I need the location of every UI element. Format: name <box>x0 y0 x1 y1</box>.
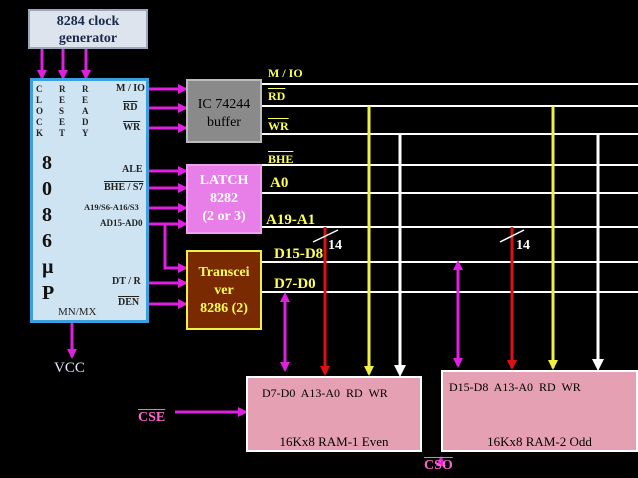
cpu-control-letter: E <box>59 95 66 105</box>
cpu-control-letter: R <box>59 84 66 94</box>
buffer-74244-box: IC 74244 buffer <box>186 79 262 143</box>
latch-line2: 8282 <box>210 191 238 206</box>
clock-generator-box: 8284 clock generator <box>28 9 148 49</box>
ram1-even-box: D7-D0 A13-A0 RD WR 16Kx8 RAM-1 Even <box>246 376 422 452</box>
cpu-control-letter: R <box>82 84 89 94</box>
cpu-control-letter: E <box>59 117 66 127</box>
transceiver-line3: 8286 (2) <box>200 301 248 316</box>
cpu-name-char: P <box>42 282 55 304</box>
cpu-control-letter: C <box>36 117 43 127</box>
ram2-name-label: 16Kx8 RAM-2 Odd <box>487 434 592 449</box>
ram2-odd-box: D15-D8 A13-A0 RD WR 16Kx8 RAM-2 Odd <box>441 370 638 452</box>
cpu-control-letter: D <box>82 117 89 127</box>
vcc-label: VCC <box>54 360 85 376</box>
bus-label-rd: RD <box>268 89 286 103</box>
cpu-control-letter: Y <box>82 128 89 138</box>
ad-wire <box>149 222 188 273</box>
cpu-control-letter: K <box>36 128 44 138</box>
ram1-pins-label: D7-D0 A13-A0 RD WR <box>262 386 388 400</box>
cpu-control-letter: T <box>59 128 66 138</box>
bus-width-label-2: 14 <box>516 238 530 253</box>
transceiver-line2: ver <box>214 283 234 298</box>
bus-width-slash-2 <box>499 229 525 243</box>
cso-label: CSO <box>424 458 453 473</box>
cpu-pin-mnmx: MN/MX <box>58 306 97 318</box>
clock-generator-line2: generator <box>58 31 118 46</box>
cpu-control-letter: S <box>59 106 65 116</box>
transceiver-line1: Transcei <box>198 265 250 280</box>
latch-8282-box: LATCH 8282 (2 or 3) <box>186 164 262 234</box>
cpu-pin-ad: AD15-AD0 <box>100 218 143 228</box>
cpu-pin-rd: RD <box>123 102 138 113</box>
ram2-pins-label: D15-D8 A13-A0 RD WR <box>449 380 581 394</box>
bus-label-d7-d0: D7-D0 <box>274 276 316 292</box>
bus-label-a0: A0 <box>270 175 289 191</box>
latch-line1: LATCH <box>199 173 249 188</box>
buffer-line1: IC 74244 <box>197 97 251 112</box>
buffer-line2: buffer <box>207 115 241 130</box>
cpu-control-letter: L <box>36 95 43 105</box>
bus-label-d15-d8: D15-D8 <box>274 246 324 262</box>
latch-line3: (2 or 3) <box>202 209 246 224</box>
cpu-control-letter: E <box>82 95 89 105</box>
cpu-pin-mio: M / IO <box>116 83 145 94</box>
cpu-pin-wr: WR <box>123 122 141 133</box>
cse-label: CSE <box>138 410 166 425</box>
cpu-control-letter: A <box>82 106 89 116</box>
bus-label-a19-a1: A19-A1 <box>266 212 316 228</box>
cpu-pin-den: DEN <box>118 297 140 308</box>
bus-width-slash-1 <box>312 229 339 243</box>
cpu-name-char: 0 <box>42 178 52 200</box>
cpu-name-char: 8 <box>42 204 52 226</box>
cpu-name-char: 6 <box>42 230 52 252</box>
cpu-pin-dtr: DT / R <box>112 276 141 287</box>
cpu-name-char: 8 <box>42 152 52 174</box>
cpu-8086-box <box>30 78 149 323</box>
bus-label-wr: WR <box>268 119 289 133</box>
bus-width-label-1: 14 <box>328 238 342 253</box>
clock-generator-line1: 8284 clock <box>56 14 120 29</box>
ram1-name-label: 16Kx8 RAM-1 Even <box>279 434 389 449</box>
bus-label-mio: M / IO <box>268 66 303 80</box>
cpu-pin-ale: ALE <box>122 164 143 175</box>
cpu-name-char: µ <box>42 256 54 278</box>
cpu-control-letter: O <box>36 106 44 116</box>
cpu-pin-addr-hi: A19/S6-A16/S3 <box>84 202 139 212</box>
cpu-pin-bhe: BHE / S7 <box>104 182 144 193</box>
cpu-control-letter: C <box>36 84 43 94</box>
bus-label-bhe: BHE <box>268 152 294 166</box>
transceiver-8286-box: Transcei ver 8286 (2) <box>186 250 262 330</box>
